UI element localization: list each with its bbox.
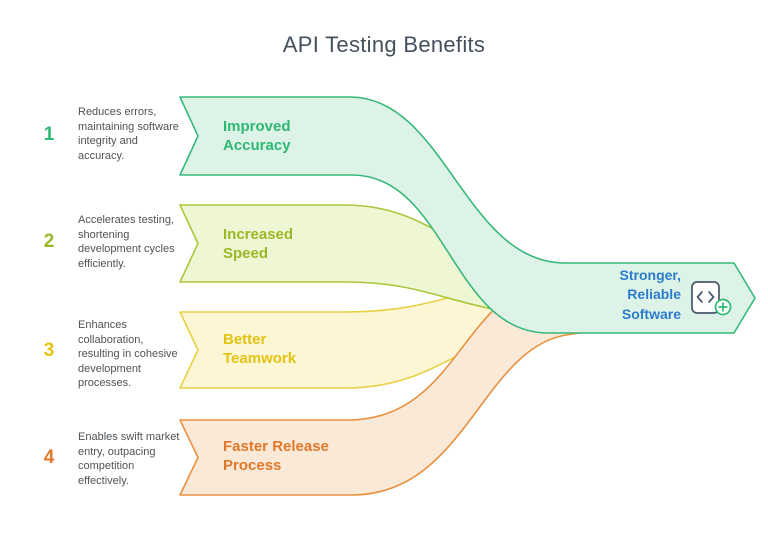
benefit-label-improved-accuracy: Improved Accuracy xyxy=(223,118,291,154)
benefit-description-1: Reduces errors, maintaining software int… xyxy=(78,106,179,162)
step-number-3: 3 xyxy=(43,340,55,361)
benefit-description-3: Enhances collaboration, resulting in coh… xyxy=(78,319,178,390)
benefit-description-4: Enables swift market entry, outpacing co… xyxy=(78,431,180,487)
benefit-description-2: Accelerates testing, shortening developm… xyxy=(78,214,175,270)
benefit-label-faster-release: Faster Release Process xyxy=(223,438,329,474)
step-number-4: 4 xyxy=(43,447,55,468)
benefit-label-better-teamwork: Better Teamwork xyxy=(223,331,297,367)
step-number-2: 2 xyxy=(43,231,55,252)
ribbon-improved-accuracy-arrow xyxy=(179,96,756,334)
code-plus-icon xyxy=(691,281,732,316)
step-number-1: 1 xyxy=(43,124,55,145)
benefit-label-increased-speed: Increased Speed xyxy=(223,226,294,262)
outcome-label: Stronger, Reliable Software xyxy=(619,267,681,322)
page-title: API Testing Benefits xyxy=(282,32,486,57)
